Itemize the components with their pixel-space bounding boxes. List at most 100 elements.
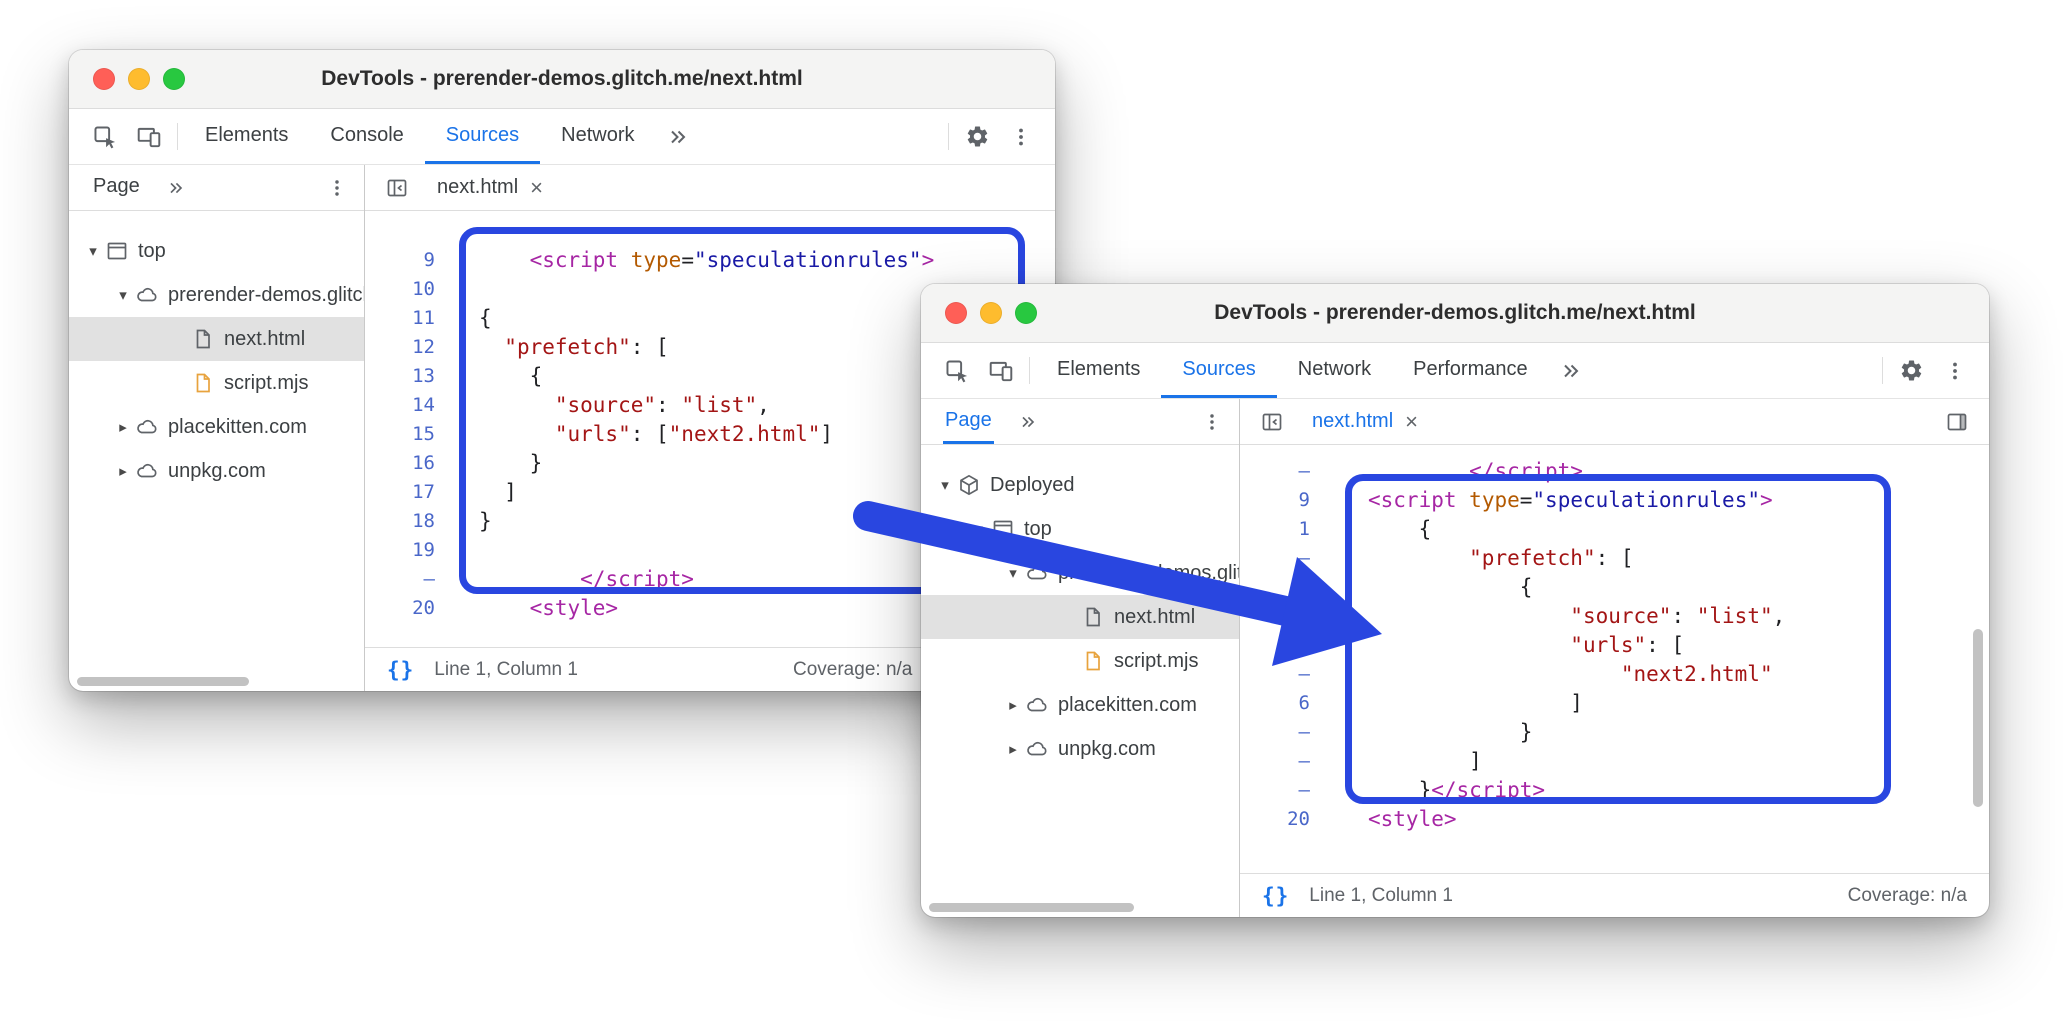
line-number[interactable]: – [1298,546,1310,569]
code-text[interactable]: <style> [1368,806,1457,831]
close-window-button[interactable] [945,302,967,324]
pretty-print-icon[interactable]: {} [387,657,415,682]
horizontal-scrollbar[interactable] [929,903,1134,912]
line-number[interactable]: 17 [412,480,435,503]
line-number[interactable]: 15 [412,422,435,445]
navigator-kebab-menu-icon[interactable] [320,165,354,210]
code-text[interactable]: "urls": [ [1570,632,1685,657]
code-text[interactable]: "source": "list", [1570,603,1786,628]
code-text[interactable]: "source": "list", [554,392,770,417]
line-number[interactable]: 11 [412,306,435,329]
line-number[interactable]: – [1298,633,1310,656]
page-panel-tab[interactable]: Page [943,399,994,444]
code-text[interactable]: { [479,305,492,330]
code-text[interactable]: }</script> [1368,777,1546,802]
code-text[interactable]: } [479,450,543,475]
triangle-expanded-icon[interactable]: ▾ [975,521,983,538]
toggle-debugger-sidebar-icon[interactable] [1935,410,1979,434]
toggle-navigator-icon[interactable] [1250,410,1294,434]
code-text[interactable]: ] [479,479,517,504]
code-text[interactable]: <script type="speculationrules"> [1368,487,1773,512]
line-number[interactable]: 9 [1298,488,1310,511]
line-number[interactable]: – [423,567,435,590]
navigator-kebab-menu-icon[interactable] [1195,399,1229,444]
tree-item-top[interactable]: ▾top [921,507,1239,551]
tree-item-script-mjs[interactable]: script.mjs [921,639,1239,683]
more-tabs-chevron-icon[interactable] [1549,343,1593,398]
triangle-expanded-icon[interactable]: ▾ [1009,565,1017,582]
line-number[interactable]: 9 [423,248,435,271]
kebab-menu-icon[interactable] [1933,343,1977,398]
tree-item-deployed[interactable]: ▾Deployed [921,463,1239,507]
more-panels-chevron-icon[interactable] [156,165,196,210]
code-text[interactable]: ] [1368,748,1482,773]
file-tab-next-html[interactable]: next.html × [419,165,561,210]
tree-item-prerender-demos-glitch-me[interactable]: ▾prerender-demos.glitch.me [69,273,364,317]
tab-performance[interactable]: Performance [1413,357,1528,380]
line-number[interactable]: 18 [412,509,435,532]
tree-item-prerender-demos-glitch-me[interactable]: ▾prerender-demos.glitch.me [921,551,1239,595]
code-text[interactable]: "prefetch": [ [504,334,669,359]
code-editor[interactable]: – </script> 9 <script type="speculationrul… [1240,445,1989,873]
tree-item-next-html[interactable]: next.html [69,317,364,361]
pretty-print-icon[interactable]: {} [1262,883,1290,908]
tab-sources[interactable]: Sources [1161,343,1277,398]
page-panel-tab[interactable]: Page [93,174,140,197]
code-text[interactable]: } [479,508,492,533]
code-text[interactable]: "prefetch": [ [1469,545,1634,570]
more-tabs-chevron-icon[interactable] [656,109,700,164]
tab-network[interactable]: Network [1297,357,1372,380]
triangle-expanded-icon[interactable]: ▾ [941,477,949,494]
settings-gear-icon[interactable] [955,109,999,164]
triangle-collapsed-icon[interactable]: ▸ [119,419,127,436]
line-number[interactable]: 10 [412,277,435,300]
line-number[interactable]: – [1298,720,1310,743]
triangle-collapsed-icon[interactable]: ▸ [1009,697,1017,714]
code-text[interactable]: { [1368,574,1533,599]
file-tab-next-html[interactable]: next.html × [1294,399,1436,444]
line-number[interactable]: – [1298,749,1310,772]
minimize-window-button[interactable] [980,302,1002,324]
tree-item-next-html[interactable]: next.html [921,595,1239,639]
line-number[interactable]: 6 [1298,691,1310,714]
triangle-collapsed-icon[interactable]: ▸ [1009,741,1017,758]
close-window-button[interactable] [93,68,115,90]
kebab-menu-icon[interactable] [999,109,1043,164]
code-text[interactable]: <style> [529,595,619,620]
close-tab-icon[interactable]: × [1405,408,1419,434]
code-text[interactable]: ] [1368,690,1583,715]
line-number[interactable]: 16 [412,451,435,474]
line-number[interactable]: 1 [1298,517,1310,540]
code-text[interactable]: "urls": ["next2.html"] [554,421,834,446]
line-number[interactable]: 13 [412,364,435,387]
code-text[interactable]: <script type="speculationrules"> [529,247,935,272]
close-tab-icon[interactable]: × [530,174,544,200]
toggle-navigator-icon[interactable] [375,176,419,200]
titlebar[interactable]: DevTools - prerender-demos.glitch.me/nex… [69,50,1055,109]
more-panels-chevron-icon[interactable] [1008,399,1048,444]
device-toolbar-icon[interactable] [979,343,1023,398]
tree-item-unpkg-com[interactable]: ▸unpkg.com [921,727,1239,771]
code-text[interactable]: </script> [1469,458,1583,483]
tab-elements[interactable]: Elements [205,123,289,146]
zoom-window-button[interactable] [1015,302,1037,324]
line-number[interactable]: – [1298,459,1310,482]
tree-item-placekitten-com[interactable]: ▸placekitten.com [69,405,364,449]
titlebar[interactable]: DevTools - prerender-demos.glitch.me/nex… [921,284,1989,343]
tree-item-script-mjs[interactable]: script.mjs [69,361,364,405]
line-number[interactable]: 14 [412,393,435,416]
settings-gear-icon[interactable] [1889,343,1933,398]
code-text[interactable]: </script> [580,566,694,591]
inspect-element-icon[interactable] [935,343,979,398]
tab-sources[interactable]: Sources [424,109,541,164]
tab-console[interactable]: Console [330,123,404,146]
line-number[interactable]: 12 [412,335,435,358]
line-number[interactable]: – [1298,604,1310,627]
triangle-expanded-icon[interactable]: ▾ [119,287,127,304]
line-number[interactable]: – [1298,662,1310,685]
horizontal-scrollbar[interactable] [77,677,249,686]
tree-item-placekitten-com[interactable]: ▸placekitten.com [921,683,1239,727]
triangle-expanded-icon[interactable]: ▾ [89,243,97,260]
device-toolbar-icon[interactable] [127,109,171,164]
vertical-scrollbar[interactable] [1973,629,1983,807]
